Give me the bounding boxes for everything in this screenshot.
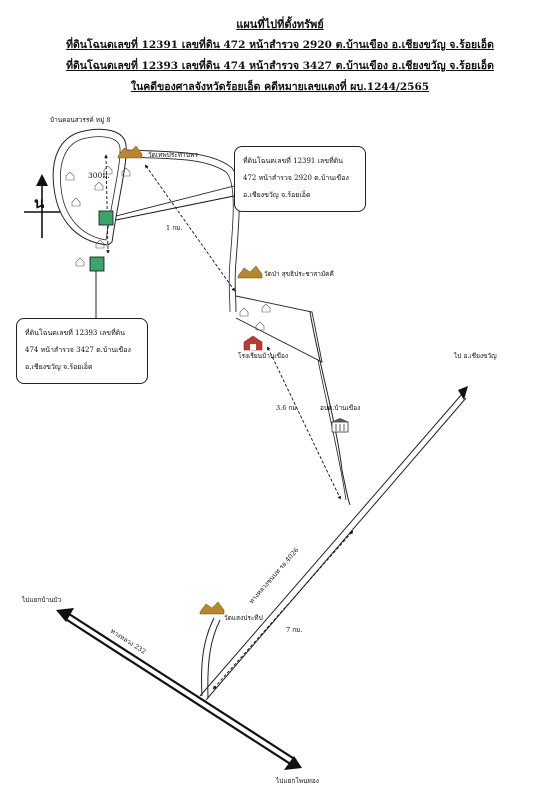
temple-icon (237, 265, 263, 279)
label-wat-thep: วัดเทพประทานพร (148, 151, 198, 159)
highway-232-arrow-nw (56, 608, 74, 622)
callout-parcel-12391: ที่ดินโฉนดเลขที่ 12391 เลขที่ดิน 472 หน้… (234, 146, 366, 212)
label-north: น (34, 194, 45, 212)
label-to-phon-thong: ไปแยกโพนทอง (275, 777, 319, 785)
local-road (125, 149, 240, 313)
callout1-line2: 472 หน้าสำรวจ 2920 ต.บ้านเขือง (243, 174, 349, 182)
callout1-leader-b (115, 195, 235, 221)
distance-1km-arrow (144, 164, 236, 292)
highway-232-arrow-se (284, 756, 302, 770)
house-icons (65, 165, 271, 331)
temple-icon (117, 145, 143, 159)
parcel-12391 (98, 210, 114, 226)
label-to-chiang-khwan: ไป อ.เชียงขวัญ (453, 352, 497, 360)
house-icon (65, 171, 75, 181)
label-wat-saeng: วัดแสงประทีป (224, 614, 263, 622)
highway-4026-a (199, 393, 463, 697)
label-village: บ้านดอนสวรรค์ หมู่ 8 (50, 116, 111, 124)
label-school: โรงเรียนบ้านเขือง (238, 352, 288, 360)
label-to-ban-kua: ไปแยกบ้านบัว (21, 596, 62, 604)
house-icon (75, 257, 85, 267)
label-distance-300m: 300ม. (88, 171, 110, 180)
label-distance-3-6km: 3.6 กม. (276, 404, 299, 412)
callout1-line1: ที่ดินโฉนดเลขที่ 12391 เลขที่ดิน (243, 157, 344, 165)
title-line-1: ที่ดินโฉนดเลขที่ 12391 เลขที่ดิน 472 หน้… (66, 39, 494, 51)
house-icon (239, 307, 249, 317)
label-road-4026: ทางหลวงชนบท รอ.4026 (247, 546, 300, 605)
title-line-2: ที่ดินโฉนดเลขที่ 12393 เลขที่ดิน 474 หน้… (66, 60, 494, 72)
house-icon (71, 197, 81, 207)
road-wat-saeng (201, 617, 215, 697)
village-loop-road-inner (59, 136, 121, 241)
callout2-line2: 474 หน้าสำรวจ 3427 ต.บ้านเขือง (25, 346, 131, 354)
government-office-icon (331, 418, 349, 433)
north-arrow (24, 174, 60, 238)
callout1-line3: อ.เชียงขวัญ จ.ร้อยเอ็ด (243, 191, 311, 199)
label-distance-7km: 7 กม. (286, 626, 303, 634)
school-block-road (235, 295, 323, 363)
house-icon (95, 239, 105, 249)
callout2-line3: อ.เชียงขวัญ จ.ร้อยเอ็ด (25, 363, 93, 371)
label-wat-pa: วัดป่า สุขธิประชาสามัคคี (264, 270, 334, 278)
distance-36km-arrow (267, 346, 341, 500)
house-icon (94, 181, 104, 191)
highway-4026-b (205, 397, 467, 701)
highway-232-a (65, 611, 297, 761)
label-obt: อบต.บ้านเขือง (320, 404, 360, 412)
house-icon (261, 303, 271, 313)
callout2-line1: ที่ดินโฉนดเลขที่ 12393 เลขที่ดิน (25, 329, 126, 337)
callout1-leader-a (115, 185, 235, 217)
title-line-3: ในคดีของศาลจังหวัดร้อยเอ็ด คดีหมายเลขแดง… (130, 81, 430, 93)
map-title-block: แผนที่ไปที่ตั้งทรัพย์ ที่ดินโฉนดเลขที่ 1… (0, 14, 560, 98)
map-title: แผนที่ไปที่ตั้งทรัพย์ (236, 18, 324, 31)
highway-232-b (63, 617, 293, 766)
school-icon (243, 335, 263, 351)
callout-parcel-12393: ที่ดินโฉนดเลขที่ 12393 เลขที่ดิน 474 หน้… (16, 318, 148, 384)
parcel-12393 (89, 256, 105, 272)
label-distance-1km: 1 กม. (166, 224, 183, 232)
highway-4026-arrowhead (458, 386, 468, 400)
village-loop-road (52, 128, 127, 246)
distance-300m-arrow (104, 154, 110, 254)
house-icon (255, 321, 265, 331)
house-icon (121, 167, 131, 177)
temple-icon (199, 601, 225, 615)
local-road-edge (125, 156, 234, 313)
house-icon (103, 165, 113, 175)
